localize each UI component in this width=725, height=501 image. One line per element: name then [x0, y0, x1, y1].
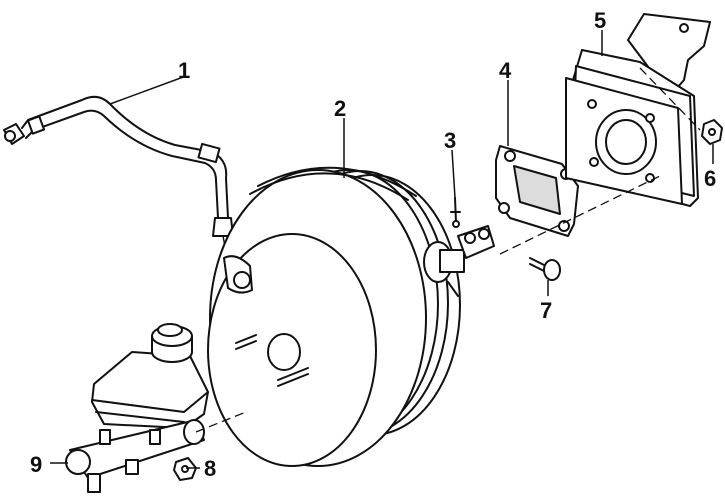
nut-8: [173, 457, 197, 481]
callout-3: 3: [444, 128, 456, 153]
axis-line-rear: [499, 175, 661, 255]
mounting-bracket: [565, 13, 711, 207]
callout-6: 6: [704, 166, 716, 191]
brake-booster: [207, 166, 461, 467]
master-cylinder: [65, 323, 209, 493]
callout-5: 5: [594, 8, 606, 33]
callout-2: 2: [334, 96, 346, 121]
bolt-7: [529, 257, 561, 281]
callout-4: 4: [499, 58, 512, 83]
fluid-reservoir: [91, 351, 209, 429]
nut-6: [701, 119, 723, 145]
hose-end-nut: [4, 130, 16, 142]
callout-8: 8: [204, 456, 216, 481]
cylinder-end: [65, 449, 91, 475]
clevis-pin: [450, 197, 461, 228]
leader-1: [109, 75, 187, 105]
callout-7: 7: [540, 298, 552, 323]
hose-clamp: [197, 142, 221, 164]
booster-center-hole: [267, 333, 301, 371]
booster-pushrod-assembly: [423, 225, 495, 297]
outlet-port-2: [125, 459, 139, 475]
axis-line-front: [195, 411, 247, 433]
gasket: [495, 145, 579, 237]
vacuum-hose: [3, 95, 234, 253]
leader-3: [451, 149, 456, 199]
callout-9: 9: [30, 452, 42, 477]
outlet-port-1: [87, 473, 101, 493]
gasket-opening: [513, 165, 561, 215]
callout-1: 1: [178, 58, 190, 83]
hose-connector: [26, 115, 46, 135]
